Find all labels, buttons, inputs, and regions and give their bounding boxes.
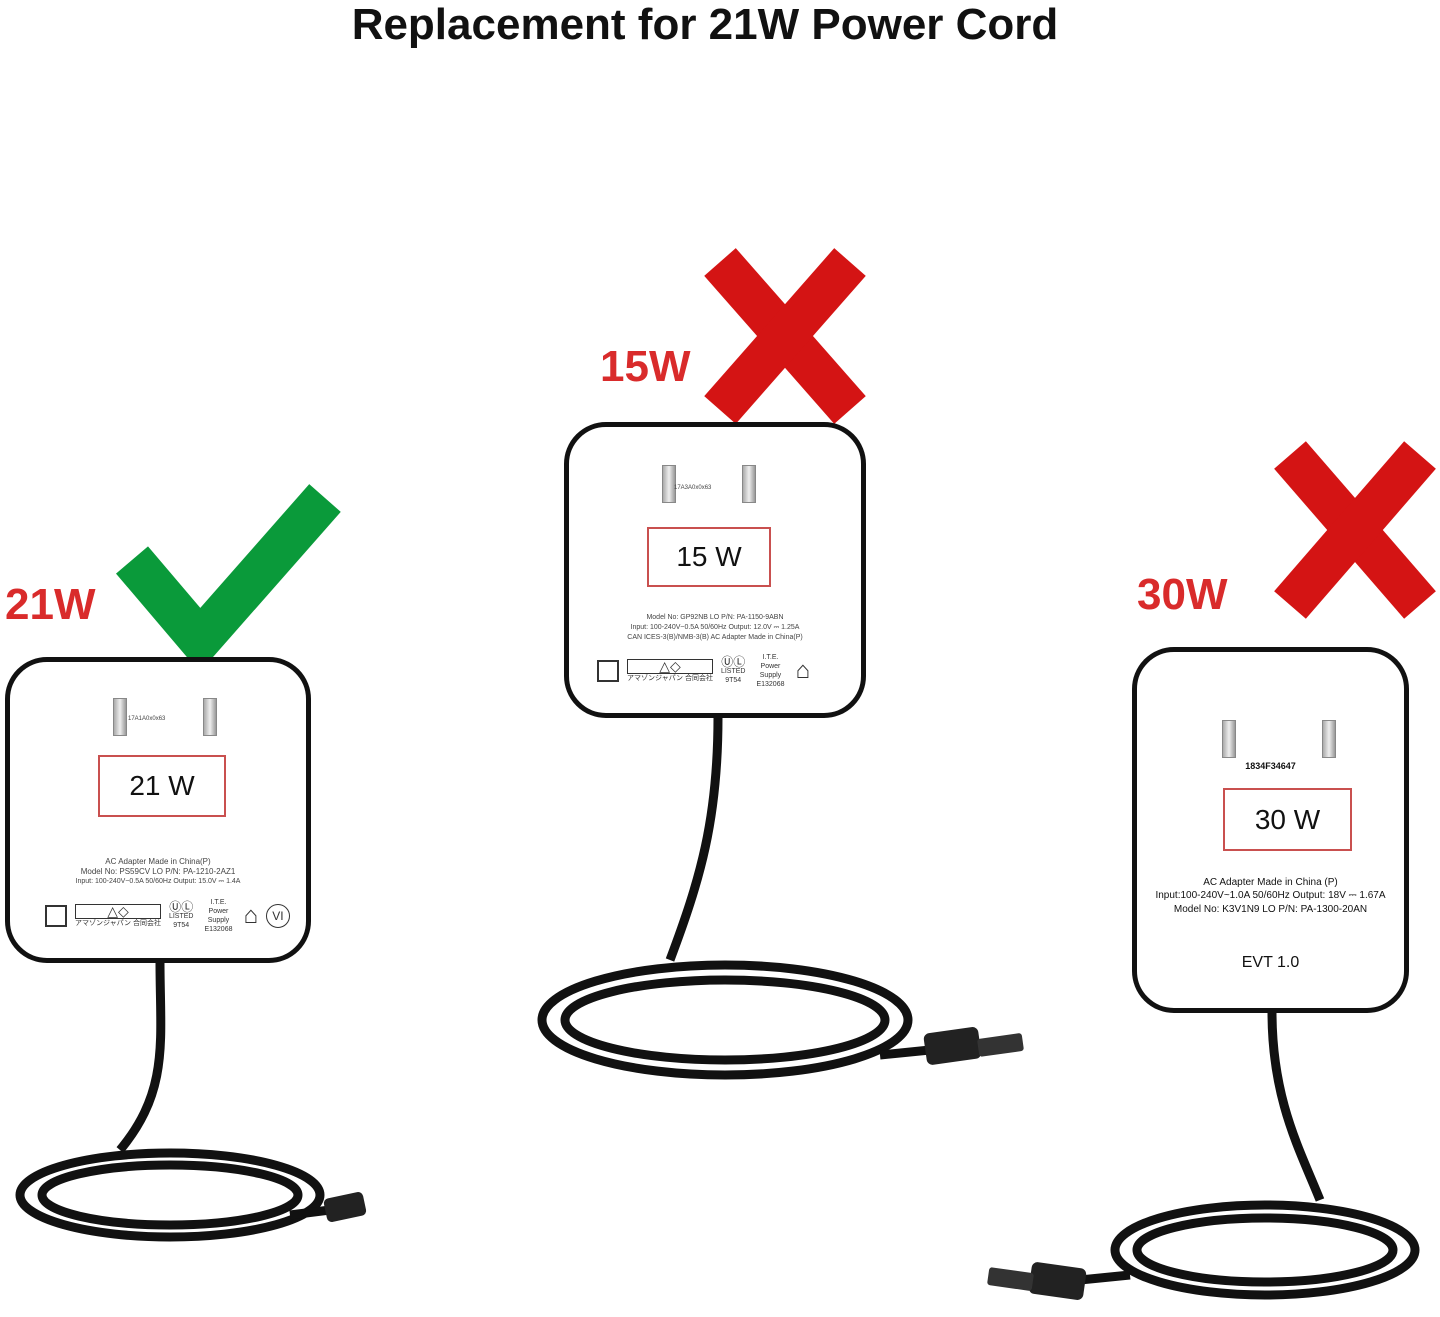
adapter-15w: 17A3A0x0x63 15 W Model No: GP92NB LO P/N… <box>564 422 866 718</box>
serial-number: 17A3A0x0x63 <box>674 485 712 491</box>
pse-icon: △◇ <box>75 904 161 919</box>
ite-code: E132068 <box>204 926 233 933</box>
efficiency-vi-icon: VI <box>265 904 290 928</box>
spec-line: Model No: GP92NB LO P/N: PA-1150-9ABN <box>646 614 784 621</box>
wattage-box: 15 W <box>647 527 771 587</box>
spec-line: Model No: K3V1N9 LO P/N: PA-1300-20AN <box>1173 904 1368 915</box>
plug-15w <box>923 1027 982 1065</box>
adapter-30w: 1834F34647 30 W AC Adapter Made in China… <box>1132 647 1409 1013</box>
ite-text: I.T.E. Power Supply <box>759 654 782 679</box>
spec-line: CAN ICES-3(B)/NMB-3(B) AC Adapter Made i… <box>627 634 803 641</box>
double-insulation-icon <box>45 905 67 927</box>
spec-line: Model No: PS59CV LO P/N: PA-1210-2AZ1 <box>80 867 236 876</box>
ul-icon: ⓊⓁ <box>721 654 746 669</box>
serial-number: 1834F34647 <box>1245 761 1296 771</box>
jp-text: アマゾンジャパン 合同会社 <box>627 675 713 682</box>
ite-text: I.T.E. Power Supply <box>207 899 230 924</box>
ul-code: 9T54 <box>725 676 742 684</box>
wattage-label-15w: 15W <box>600 342 691 391</box>
pse-icon: △◇ <box>627 659 713 674</box>
prong <box>1322 720 1336 758</box>
house-icon: ⌂ <box>243 902 258 929</box>
cord-30w <box>1079 1011 1420 1300</box>
cross-icon-30w <box>1274 441 1436 619</box>
wattage-label-30w: 30W <box>1137 570 1228 619</box>
adapter-21w: 17A1A0x0x63 21 W AC Adapter Made in Chin… <box>5 657 311 963</box>
revision-label: EVT 1.0 <box>1241 954 1300 971</box>
serial-number: 17A1A0x0x63 <box>128 716 166 722</box>
cord-15w <box>537 716 931 1080</box>
spec-line: AC Adapter Made in China (P) <box>1203 877 1338 888</box>
spec-line: AC Adapter Made in China(P) <box>105 857 211 866</box>
spec-line: Input:100-240V~1.0A 50/60Hz Output: 18V … <box>1155 890 1386 901</box>
plug-30w <box>1028 1262 1087 1300</box>
page-title: Replacement for 21W Power Cord <box>351 0 1059 49</box>
ul-icon: ⓊⓁ <box>169 899 194 914</box>
prong <box>113 698 127 736</box>
prong <box>742 465 756 503</box>
check-icon <box>115 484 341 673</box>
wattage-box: 30 W <box>1223 788 1352 851</box>
cross-icon-15w <box>704 248 866 424</box>
ul-listed: LISTED <box>168 912 194 920</box>
wattage-box: 21 W <box>98 755 226 817</box>
wattage-label-21w: 21W <box>5 580 96 629</box>
ul-code: 9T54 <box>173 921 190 929</box>
house-icon: ⌂ <box>795 657 810 684</box>
double-insulation-icon <box>597 660 619 682</box>
jp-text: アマゾンジャパン 合同会社 <box>75 920 161 927</box>
cord-21w <box>15 961 331 1242</box>
prong <box>203 698 217 736</box>
spec-line: Input: 100-240V~0.5A 50/60Hz Output: 15.… <box>75 878 241 885</box>
ul-listed: LISTED <box>720 667 746 675</box>
prong <box>1222 720 1236 758</box>
ite-code: E132068 <box>756 681 785 688</box>
prong <box>662 465 676 503</box>
spec-line: Input: 100-240V~0.5A 50/60Hz Output: 12.… <box>630 624 800 631</box>
plug-21w <box>323 1192 367 1222</box>
